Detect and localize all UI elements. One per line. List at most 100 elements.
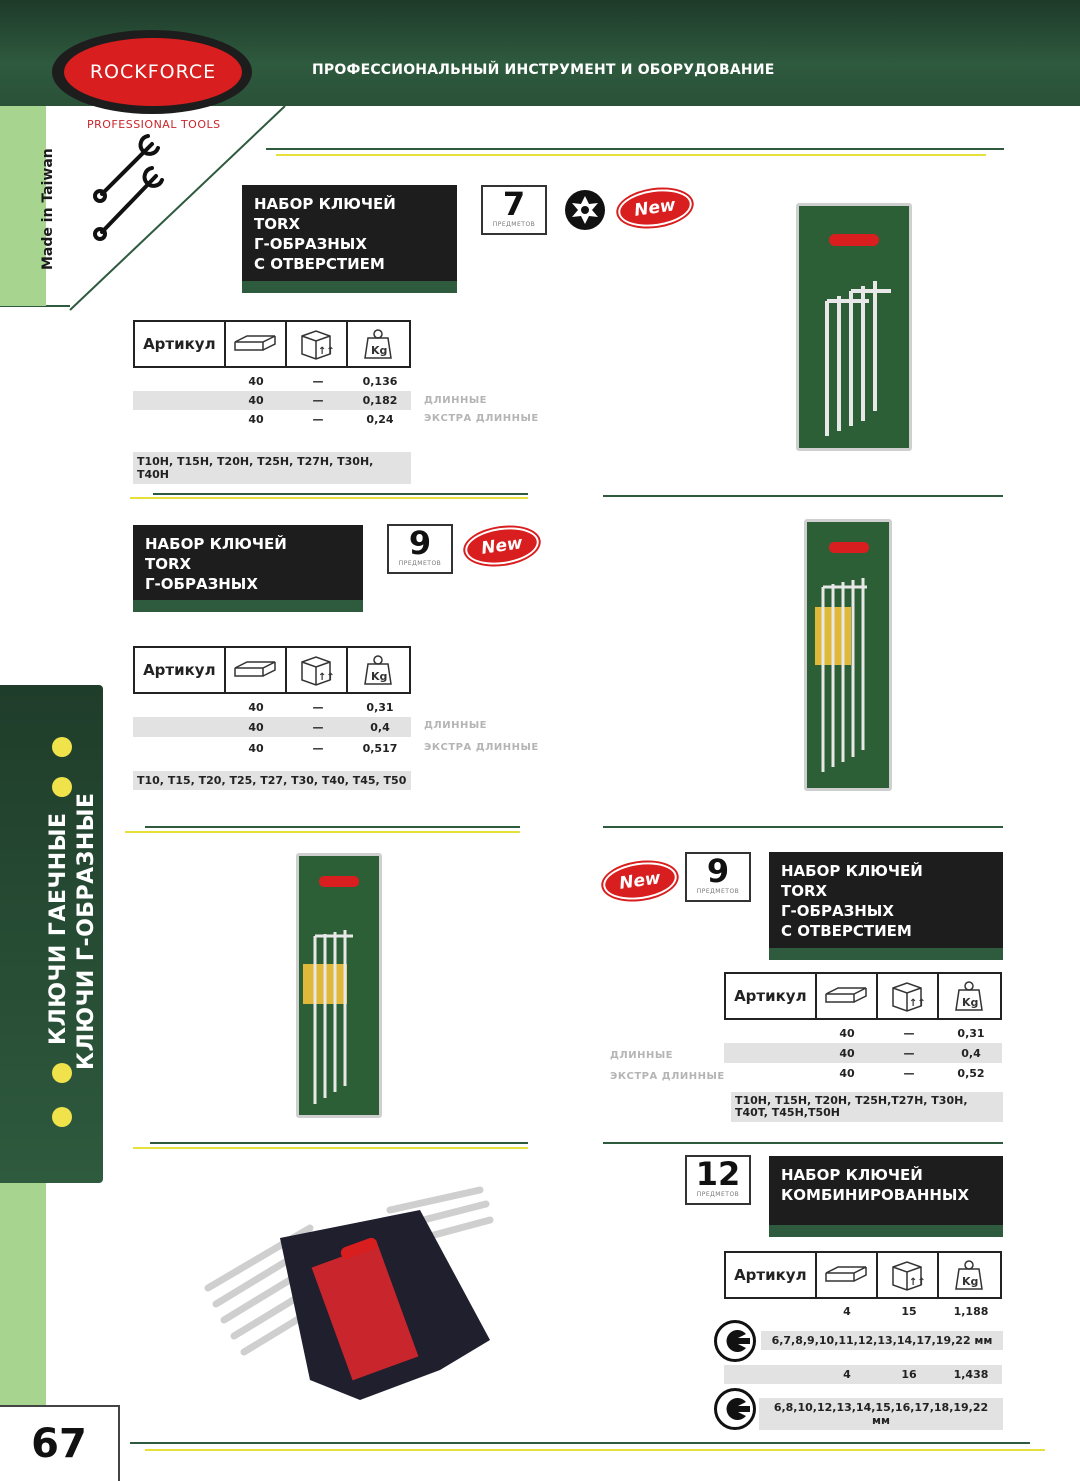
- section1-title: НАБОР КЛЮЧЕЙ TORX Г-ОБРАЗНЫХ С ОТВЕРСТИЕ…: [242, 185, 457, 293]
- qty-cell: 40: [839, 1026, 855, 1040]
- svg-text:Kg: Kg: [371, 670, 387, 683]
- carton-icon: ↑↑: [287, 648, 348, 692]
- weight-icon: Kg: [348, 322, 409, 366]
- qty2-cell: —: [312, 375, 324, 388]
- yellow-dot: [52, 1063, 72, 1083]
- divider-line: [145, 826, 520, 828]
- box-icon: [226, 322, 287, 366]
- weight-cell: 1,438: [953, 1368, 989, 1381]
- box-icon: [817, 1253, 878, 1297]
- divider-line: [133, 1147, 528, 1149]
- item-count: 9: [408, 524, 432, 562]
- made-in-label: Made in Taiwan: [40, 148, 56, 270]
- section3-sizes: T10H, T15H, T20H, T25H,T27H, T30H, T40T,…: [731, 1092, 1003, 1122]
- page-number: 67: [0, 1405, 120, 1481]
- qty-cell: 40: [248, 700, 264, 714]
- weight-cell: 0,182: [362, 394, 398, 407]
- new-badge: New: [600, 858, 680, 904]
- brand-subtitle: PROFESSIONAL TOOLS: [87, 118, 221, 131]
- divider-line: [603, 826, 1003, 828]
- qty-cell: 4: [843, 1368, 851, 1381]
- section2-title: НАБОР КЛЮЧЕЙ TORX Г-ОБРАЗНЫХ: [133, 525, 363, 612]
- section2-sizes: T10, T15, T20, T25, T27, T30, T40, T45, …: [133, 771, 411, 790]
- section3-count-box: 9 ПРЕДМЕТОВ: [685, 852, 751, 902]
- divider-line: [150, 1142, 528, 1144]
- left-green-strip-lower: [0, 1180, 46, 1405]
- variant-note: ДЛИННЫЕ: [610, 1050, 674, 1061]
- left-green-strip: [0, 106, 46, 306]
- carton-icon: ↑↑: [878, 974, 939, 1018]
- divider-line: [603, 495, 1003, 497]
- section1-count-box: 7 ПРЕДМЕТОВ: [481, 185, 547, 235]
- weight-cell: 0,31: [957, 1026, 985, 1040]
- diagonal-decor: [0, 105, 286, 311]
- new-badge: New: [462, 523, 542, 569]
- variant-note: ДЛИННЫЕ: [424, 720, 488, 731]
- svg-text:Kg: Kg: [371, 344, 387, 357]
- product-image-torx-9: [804, 519, 892, 791]
- carton-icon: ↑↑: [878, 1253, 939, 1297]
- qty2-cell: —: [312, 700, 324, 714]
- weight-cell: 1,188: [953, 1305, 989, 1318]
- qty2-cell: —: [312, 394, 324, 407]
- article-label: Артикул: [135, 648, 226, 692]
- qty-cell: 40: [839, 1066, 855, 1080]
- side-tab-line2: КЛЮЧИ Г-ОБРАЗНЫЕ: [74, 792, 99, 1070]
- section1-spec-header: Артикул ↑↑ Kg: [133, 320, 411, 368]
- divider-line: [266, 148, 1004, 150]
- yellow-dot: [52, 1107, 72, 1127]
- qty-cell: 40: [248, 413, 264, 426]
- variant-note: ДЛИННЫЕ: [424, 395, 488, 406]
- item-count: 12: [695, 1155, 741, 1193]
- product-image-torx-9-hole: [296, 853, 382, 1118]
- wrench-icon: [93, 134, 164, 241]
- box-icon: [817, 974, 878, 1018]
- weight-cell: 0,517: [362, 741, 398, 755]
- section3-spec-header: Артикул ↑↑ Kg: [724, 972, 1002, 1020]
- weight-icon: Kg: [939, 1253, 1000, 1297]
- divider-line: [153, 493, 528, 495]
- section4-title: НАБОР КЛЮЧЕЙ КОМБИНИРОВАННЫХ: [769, 1156, 1003, 1237]
- qty-cell: 40: [248, 375, 264, 388]
- article-label: Артикул: [135, 322, 226, 366]
- item-count-label: ПРЕДМЕТОВ: [492, 221, 536, 228]
- product-image-combination-wrench-set: [204, 1186, 494, 1400]
- torx-icon: [565, 190, 605, 230]
- weight-cell: 0,31: [366, 700, 394, 714]
- item-count-label: ПРЕДМЕТОВ: [398, 560, 442, 567]
- weight-cell: 0,4: [370, 720, 390, 734]
- qty2-cell: —: [903, 1026, 915, 1040]
- weight-cell: 0,4: [961, 1046, 981, 1060]
- item-count: 7: [502, 185, 526, 223]
- product-image-torx-7: [796, 203, 912, 451]
- weight-icon: Kg: [348, 648, 409, 692]
- footer-line: [130, 1442, 1030, 1444]
- weight-cell: 0,136: [362, 375, 398, 388]
- qty-cell: 40: [839, 1046, 855, 1060]
- qty2-cell: 16: [901, 1368, 917, 1381]
- weight-icon: Kg: [939, 974, 1000, 1018]
- qty2-cell: —: [312, 413, 324, 426]
- article-label: Артикул: [726, 974, 817, 1018]
- qty2-cell: —: [312, 720, 324, 734]
- svg-text:Kg: Kg: [962, 1275, 978, 1288]
- divider-line: [130, 497, 528, 499]
- yellow-dot: [52, 737, 72, 757]
- brand-logo-text: ROCKFORCE: [64, 38, 242, 106]
- category-side-tab: [0, 685, 103, 1183]
- article-label: Артикул: [726, 1253, 817, 1297]
- variant-note: ЭКСТРА ДЛИННЫЕ: [424, 742, 539, 753]
- item-count: 9: [706, 852, 730, 890]
- divider-line: [603, 1142, 1003, 1144]
- qty2-cell: —: [903, 1066, 915, 1080]
- section4-sizes-1: 6,7,8,9,10,11,12,13,14,17,19,22 мм: [761, 1331, 1003, 1350]
- weight-cell: 0,24: [366, 413, 394, 426]
- item-count-label: ПРЕДМЕТОВ: [696, 888, 740, 895]
- side-tab-line1: КЛЮЧИ ГАЕЧНЫЕ: [46, 812, 71, 1045]
- section3-title: НАБОР КЛЮЧЕЙ TORX Г-ОБРАЗНЫХ С ОТВЕРСТИЕ…: [769, 852, 1003, 960]
- qty2-cell: —: [903, 1046, 915, 1060]
- section4-spec-header: Артикул ↑↑ Kg: [724, 1251, 1002, 1299]
- combination-wrench-icon: [714, 1388, 756, 1430]
- svg-text:↑↑: ↑↑: [318, 672, 333, 683]
